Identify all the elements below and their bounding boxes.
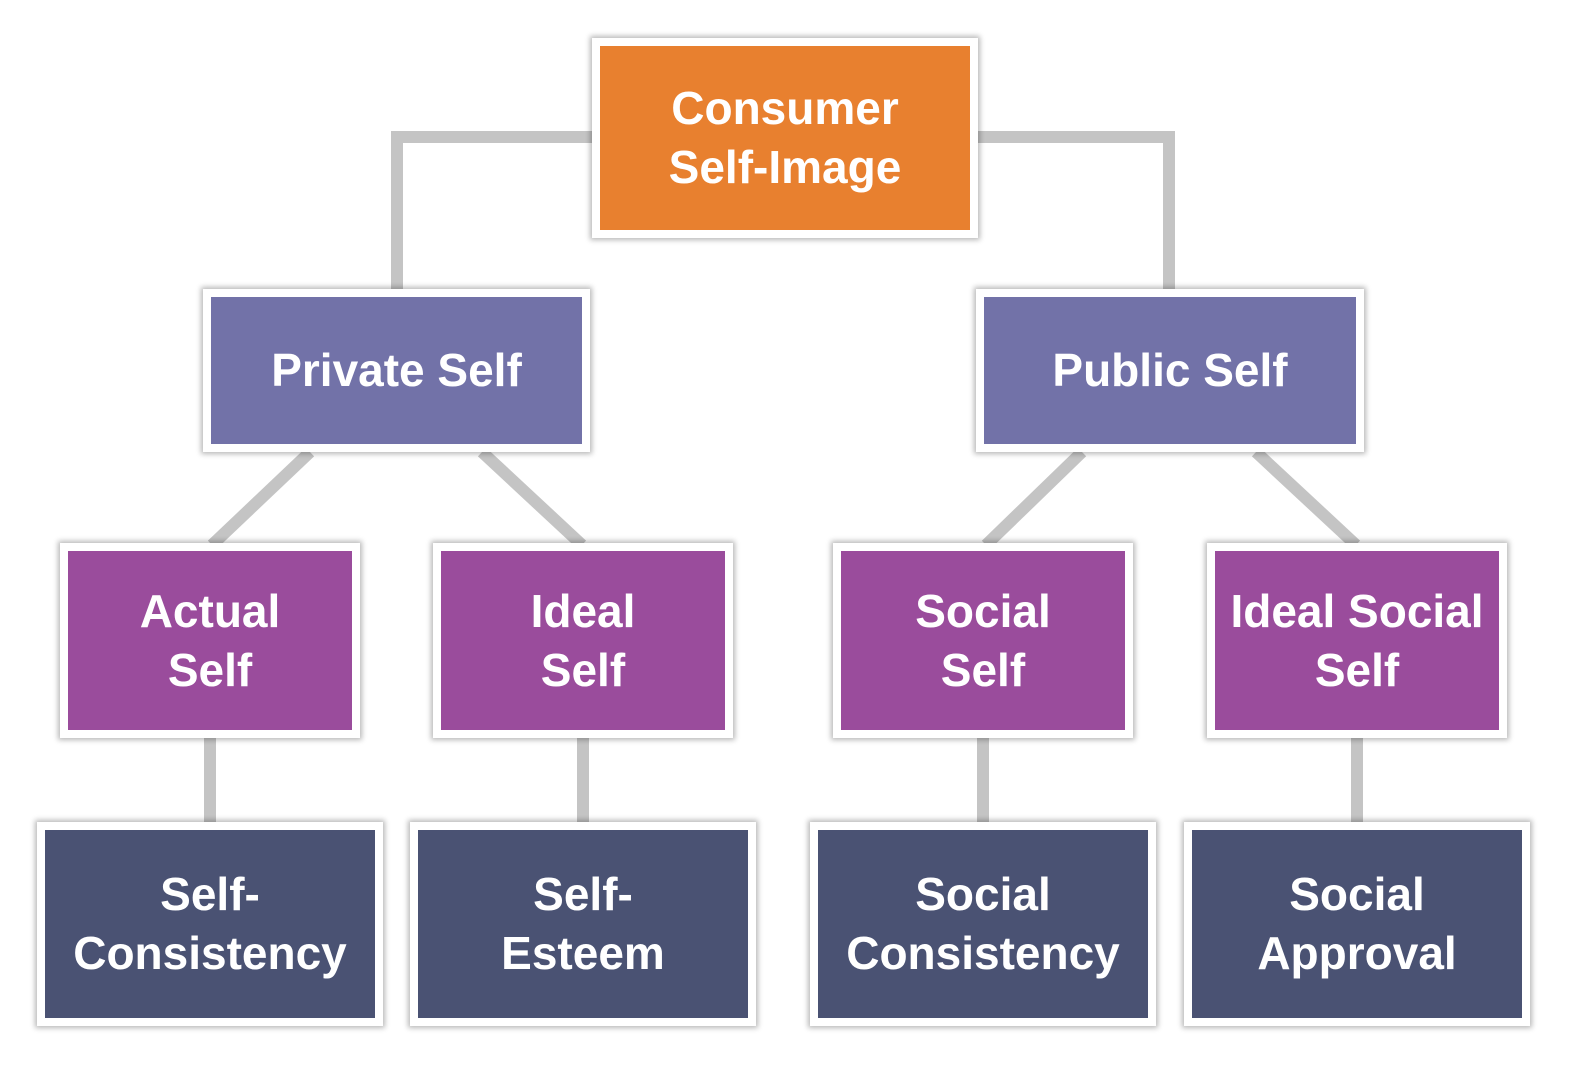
self-esteem-node: Self- Esteem bbox=[410, 822, 756, 1026]
public-self-node: Public Self bbox=[976, 289, 1364, 452]
social-approval-node: Social Approval bbox=[1184, 822, 1530, 1026]
connector-root-to-private bbox=[391, 131, 594, 292]
social-consistency-node: Social Consistency bbox=[810, 822, 1156, 1026]
self-consistency-node: Self- Consistency bbox=[37, 822, 383, 1026]
connector-private-to-ideal bbox=[477, 447, 587, 550]
ideal-social-self-node: Ideal Social Self bbox=[1207, 543, 1507, 738]
private-self-node: Private Self bbox=[203, 289, 590, 452]
connector-public-to-ideal-social bbox=[1251, 447, 1361, 550]
actual-self-node: Actual Self bbox=[60, 543, 360, 738]
connector-root-to-public bbox=[976, 131, 1175, 292]
connector-public-to-social bbox=[981, 447, 1087, 550]
social-self-node: Social Self bbox=[833, 543, 1133, 738]
consumer-self-image-node: Consumer Self-Image bbox=[592, 38, 978, 238]
ideal-self-node: Ideal Self bbox=[433, 543, 733, 738]
connector-private-to-actual bbox=[207, 447, 315, 550]
